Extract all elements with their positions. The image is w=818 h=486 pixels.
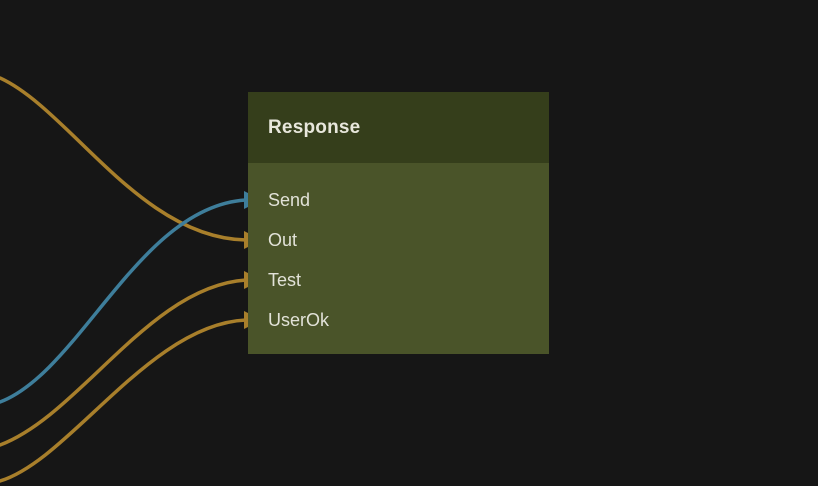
input-port-label: Out <box>268 230 298 250</box>
input-port-row-send: Send <box>248 180 549 220</box>
input-port-label: UserOk <box>268 310 330 330</box>
input-port-row-test: Test <box>248 260 549 300</box>
node-title: Response <box>268 116 361 138</box>
edge-to-test[interactable] <box>0 278 248 447</box>
edge-to-userok[interactable] <box>0 318 248 483</box>
input-port-label: Send <box>268 190 311 210</box>
edge-to-out[interactable] <box>0 76 248 242</box>
input-port-row-userok: UserOk <box>248 300 549 340</box>
edge-to-send[interactable] <box>0 198 248 404</box>
node-header[interactable]: Response <box>248 92 549 163</box>
input-port-row-out: Out <box>248 220 549 260</box>
input-port-label: Test <box>268 270 302 290</box>
